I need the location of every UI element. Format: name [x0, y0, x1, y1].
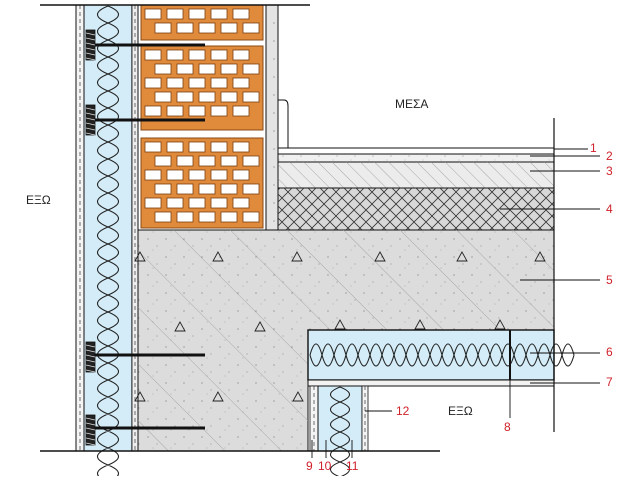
callout-12: 12 [396, 404, 410, 418]
callout-3: 3 [606, 164, 613, 178]
callout-9: 9 [306, 459, 313, 473]
light-concrete-layer-4 [277, 187, 555, 231]
callout-4: 4 [606, 202, 613, 216]
soffit-insulation [307, 329, 575, 381]
callout-11: 11 [346, 459, 359, 473]
leader-lines [311, 148, 600, 458]
inside-label: ΜΕΣΑ [395, 97, 429, 111]
insulation-anchors [85, 29, 205, 446]
outside-label-bottom: ΕΞΩ [448, 404, 473, 418]
soffit-render-7 [307, 379, 555, 387]
callout-10: 10 [318, 459, 332, 473]
callout-5: 5 [606, 273, 613, 287]
concrete-slab [134, 229, 555, 452]
outside-label-left: ΕΞΩ [26, 193, 51, 207]
exterior-render-layer [75, 4, 85, 452]
callout-1: 1 [590, 141, 597, 155]
floor-layer-2 [277, 153, 555, 163]
callout-8: 8 [504, 420, 511, 434]
external-insulation [83, 4, 133, 481]
brick-wall [137, 4, 267, 231]
callout-2: 2 [606, 149, 613, 163]
skirting-board [277, 99, 289, 149]
floor-finish-1 [277, 147, 555, 155]
callout-6: 6 [606, 345, 613, 359]
column-insulation [309, 385, 369, 478]
callout-7: 7 [606, 375, 613, 389]
screed-layer-3 [277, 161, 555, 189]
